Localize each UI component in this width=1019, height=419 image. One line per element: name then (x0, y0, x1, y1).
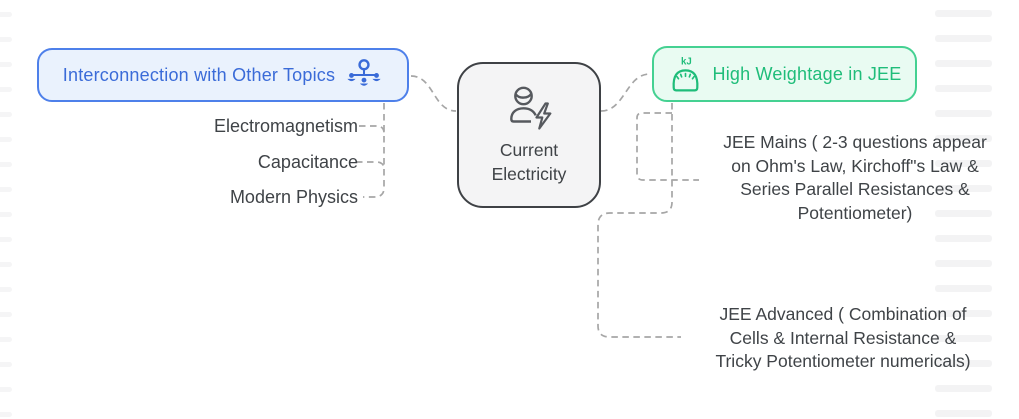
background-skeleton-bar (935, 385, 992, 392)
node-label: Current Electricity (491, 140, 567, 184)
node-current-electricity[interactable]: Current Electricity (457, 62, 601, 208)
background-skeleton-bar (0, 162, 12, 167)
background-skeleton-bar (935, 135, 992, 142)
person-lightning-icon (503, 84, 555, 130)
background-skeleton-bar (0, 37, 12, 42)
background-skeleton-bar (935, 160, 992, 167)
background-skeleton-bar (935, 260, 992, 267)
node-label: Interconnection with Other Topics (62, 64, 336, 85)
background-skeleton-bar (935, 210, 992, 217)
node-jee-advanced[interactable]: JEE Advanced ( Combination of Cells & In… (715, 304, 971, 371)
background-skeleton-bar (0, 262, 12, 267)
background-skeleton-bar (935, 335, 992, 342)
background-skeleton-bar (935, 185, 992, 192)
node-high-weightage-jee[interactable]: kJ High Weightage in JEE (652, 46, 917, 102)
background-skeleton-bar (935, 410, 992, 417)
kj-label: kJ (681, 56, 692, 67)
background-skeleton-bar (0, 237, 12, 242)
background-skeleton-bar (0, 137, 12, 142)
background-skeleton-bar (0, 187, 12, 192)
background-skeleton-bar (935, 35, 992, 42)
background-skeleton-bar (0, 387, 12, 392)
background-skeleton-bar (0, 87, 12, 92)
background-skeleton-bar (935, 60, 992, 67)
background-skeleton-bar (935, 85, 992, 92)
hierarchy-icon (345, 59, 383, 91)
background-skeleton-bar (0, 62, 12, 67)
background-skeleton-bar (0, 337, 12, 342)
node-label: High Weightage in JEE (712, 63, 902, 84)
background-skeleton-bar (0, 12, 12, 17)
node-capacitance[interactable]: Capacitance (257, 152, 358, 172)
background-skeleton-bar (0, 287, 12, 292)
background-skeleton-bar (0, 412, 12, 417)
background-skeleton-bar (935, 310, 992, 317)
background-skeleton-bar (935, 235, 992, 242)
background-skeleton-bar (935, 110, 992, 117)
node-jee-mains[interactable]: JEE Mains ( 2-3 questions appear on Ohm'… (723, 132, 987, 223)
node-modern-physics[interactable]: Modern Physics (229, 187, 358, 207)
node-interconnection-topics[interactable]: Interconnection with Other Topics (37, 48, 409, 102)
background-skeleton-bar (0, 112, 12, 117)
background-skeleton-bar (935, 285, 992, 292)
background-skeleton-bar (0, 362, 12, 367)
background-skeleton-bar (935, 10, 992, 17)
weight-scale-icon: kJ (668, 55, 703, 94)
background-skeleton-bar (0, 312, 12, 317)
node-electromagnetism[interactable]: Electromagnetism (213, 116, 358, 136)
background-skeleton-bar (935, 360, 992, 367)
background-skeleton-bar (0, 212, 12, 217)
